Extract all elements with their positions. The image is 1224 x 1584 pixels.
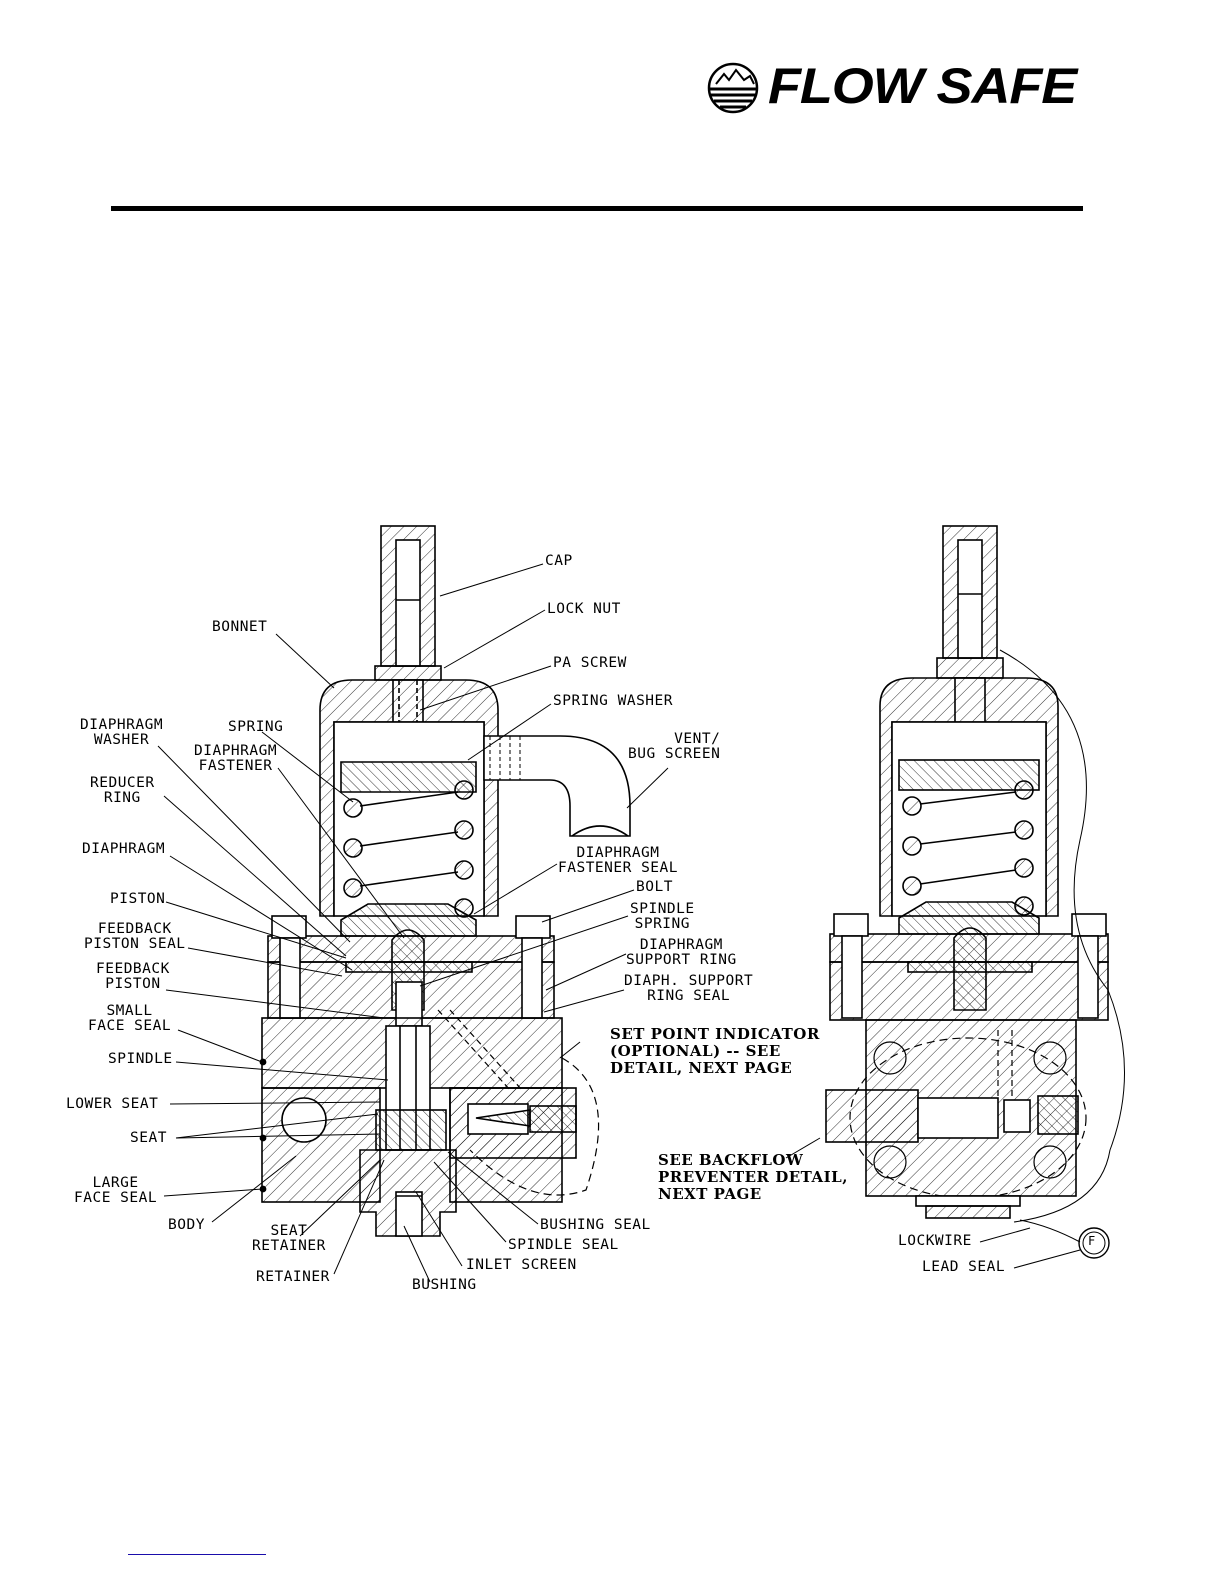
label-feedback-piston-seal: FEEDBACK PISTON SEAL [84,921,186,952]
label-diaphragm-fastener: DIAPHRAGM FASTENER [194,743,278,774]
label-inlet-screen: INLET SCREEN [466,1257,577,1273]
label-seat-retainer: SEAT RETAINER [252,1223,326,1254]
label-diaph-support-ring-seal: DIAPH. SUPPORT RING SEAL [624,973,754,1004]
label-spring: SPRING [228,719,284,735]
label-feedback-piston: FEEDBACK PISTON [96,961,170,992]
label-spindle-spring: SPINDLE SPRING [630,901,695,932]
label-lockwire: LOCKWIRE [898,1233,972,1249]
label-lead-seal: LEAD SEAL [922,1259,1006,1275]
footer-link-underline[interactable] [128,1554,266,1555]
header-rule [111,206,1083,211]
label-vent-bug-screen: VENT/ BUG SCREEN [628,731,721,762]
label-piston: PISTON [110,891,166,907]
brand-logo: FLOW SAFE [706,58,1081,114]
label-body: BODY [168,1217,205,1233]
note-backflow-preventer: SEE BACKFLOW PREVENTER DETAIL, NEXT PAGE [658,1151,848,1203]
note-set-point-indicator: SET POINT INDICATOR (OPTIONAL) -- SEE DE… [610,1025,820,1077]
label-bonnet: BONNET [212,619,268,635]
label-bolt: BOLT [636,879,673,895]
label-spindle: SPINDLE [108,1051,173,1067]
label-reducer-ring: REDUCER RING [90,775,155,806]
valve-drawing-svg [157,525,1125,1283]
leader-lines [157,563,1081,1283]
label-small-face-seal: SMALL FACE SEAL [88,1003,172,1034]
label-cap: CAP [545,553,573,569]
label-spring-washer: SPRING WASHER [553,693,673,709]
label-bushing-seal: BUSHING SEAL [540,1217,651,1233]
label-retainer: RETAINER [256,1269,330,1285]
label-diaphragm-fastener-seal: DIAPHRAGM FASTENER SEAL [558,845,678,876]
left-valve-section [259,525,631,1237]
label-lock-nut: LOCK NUT [547,601,621,617]
label-diaphragm-washer: DIAPHRAGM WASHER [80,717,164,748]
lead-seal-mark: F [1088,1234,1096,1248]
valve-cross-section-figure: CAP LOCK NUT BONNET PA SCREW SPRING WASH… [0,510,1224,1310]
label-spindle-seal: SPINDLE SEAL [508,1237,619,1253]
label-diaphragm: DIAPHRAGM [82,841,166,857]
right-valve-section [825,525,1125,1259]
label-pa-screw: PA SCREW [553,655,627,671]
brand-name: FLOW SAFE [768,58,1077,114]
globe-mountains-logo-icon [707,62,759,114]
label-diaphragm-support-ring: DIAPHRAGM SUPPORT RING [626,937,737,968]
label-bushing: BUSHING [412,1277,477,1293]
label-large-face-seal: LARGE FACE SEAL [74,1175,158,1206]
label-lower-seat: LOWER SEAT [66,1096,159,1112]
label-seat: SEAT [130,1130,167,1146]
